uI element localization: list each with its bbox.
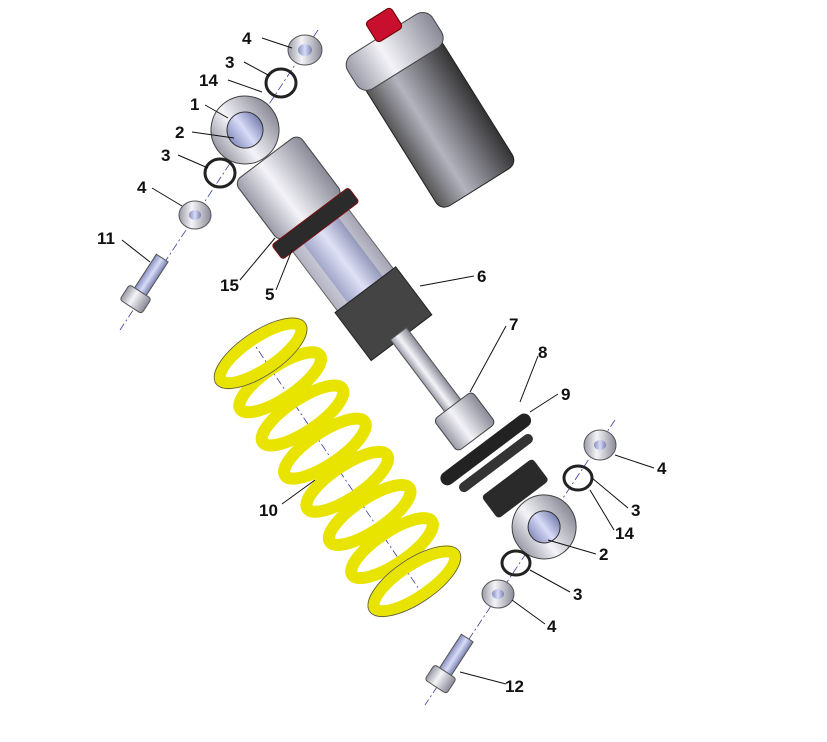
callout-label: 3 xyxy=(573,585,582,604)
callout-label: 4 xyxy=(657,459,667,478)
callout-label: 14 xyxy=(615,524,634,543)
callout-label: 6 xyxy=(477,267,486,286)
callout-label: 10 xyxy=(259,501,278,520)
callout-label: 3 xyxy=(225,53,234,72)
seal-3 xyxy=(203,157,237,189)
leader-lines xyxy=(121,37,655,685)
reservoir xyxy=(345,7,515,208)
callout-label: 2 xyxy=(599,545,608,564)
seal-3-bottom xyxy=(500,549,532,577)
callout-label: 3 xyxy=(631,501,640,520)
callout-label: 7 xyxy=(509,315,518,334)
callout-label: 11 xyxy=(97,229,115,248)
shock-body xyxy=(210,95,577,560)
coil-spring xyxy=(213,317,462,618)
reservoir-cap xyxy=(365,7,403,43)
bolt-12 xyxy=(425,633,474,694)
bolt-11 xyxy=(120,253,169,314)
hardware xyxy=(120,34,617,694)
lower-seal-3 xyxy=(562,464,594,492)
callout-label: 4 xyxy=(547,617,557,636)
callout-label: 4 xyxy=(242,29,252,48)
callout-label: 14 xyxy=(199,71,218,90)
lower-axis-line xyxy=(424,419,616,706)
callout-label: 12 xyxy=(505,677,524,696)
callout-label: 4 xyxy=(137,178,147,197)
callout-label: 2 xyxy=(175,123,184,142)
callout-labels: 4 3 14 1 2 3 4 11 15 5 6 7 8 9 10 4 3 14… xyxy=(97,29,667,696)
callout-label: 15 xyxy=(220,276,239,295)
callout-label: 1 xyxy=(190,95,199,114)
upper-seal-3 xyxy=(264,67,298,99)
callout-label: 5 xyxy=(265,285,274,304)
callout-label: 8 xyxy=(538,343,547,362)
callout-label: 3 xyxy=(161,146,170,165)
callout-label: 9 xyxy=(561,385,570,404)
